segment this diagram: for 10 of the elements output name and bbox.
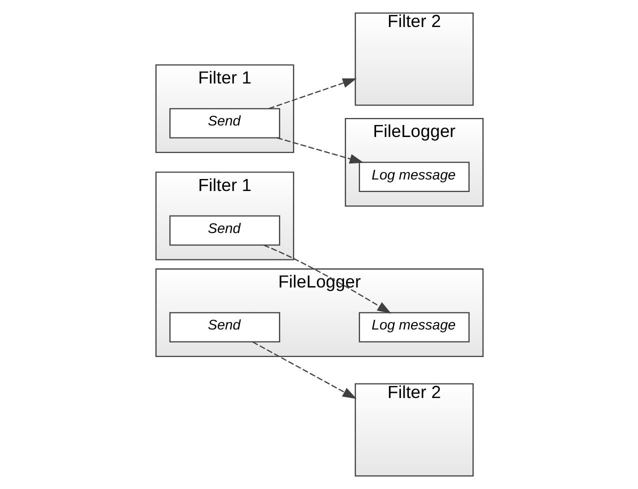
- node-box: Filter 2: [354, 383, 474, 476]
- node-box: Send: [168, 215, 280, 246]
- node-box: Log message: [358, 162, 470, 192]
- arrow: [268, 78, 356, 110]
- node-box: Log message: [358, 312, 470, 342]
- node-box: Filter 2: [354, 12, 474, 106]
- arrow: [276, 137, 364, 164]
- node-box: Send: [168, 108, 280, 138]
- arrow: [252, 341, 356, 399]
- node-box: Send: [168, 312, 280, 342]
